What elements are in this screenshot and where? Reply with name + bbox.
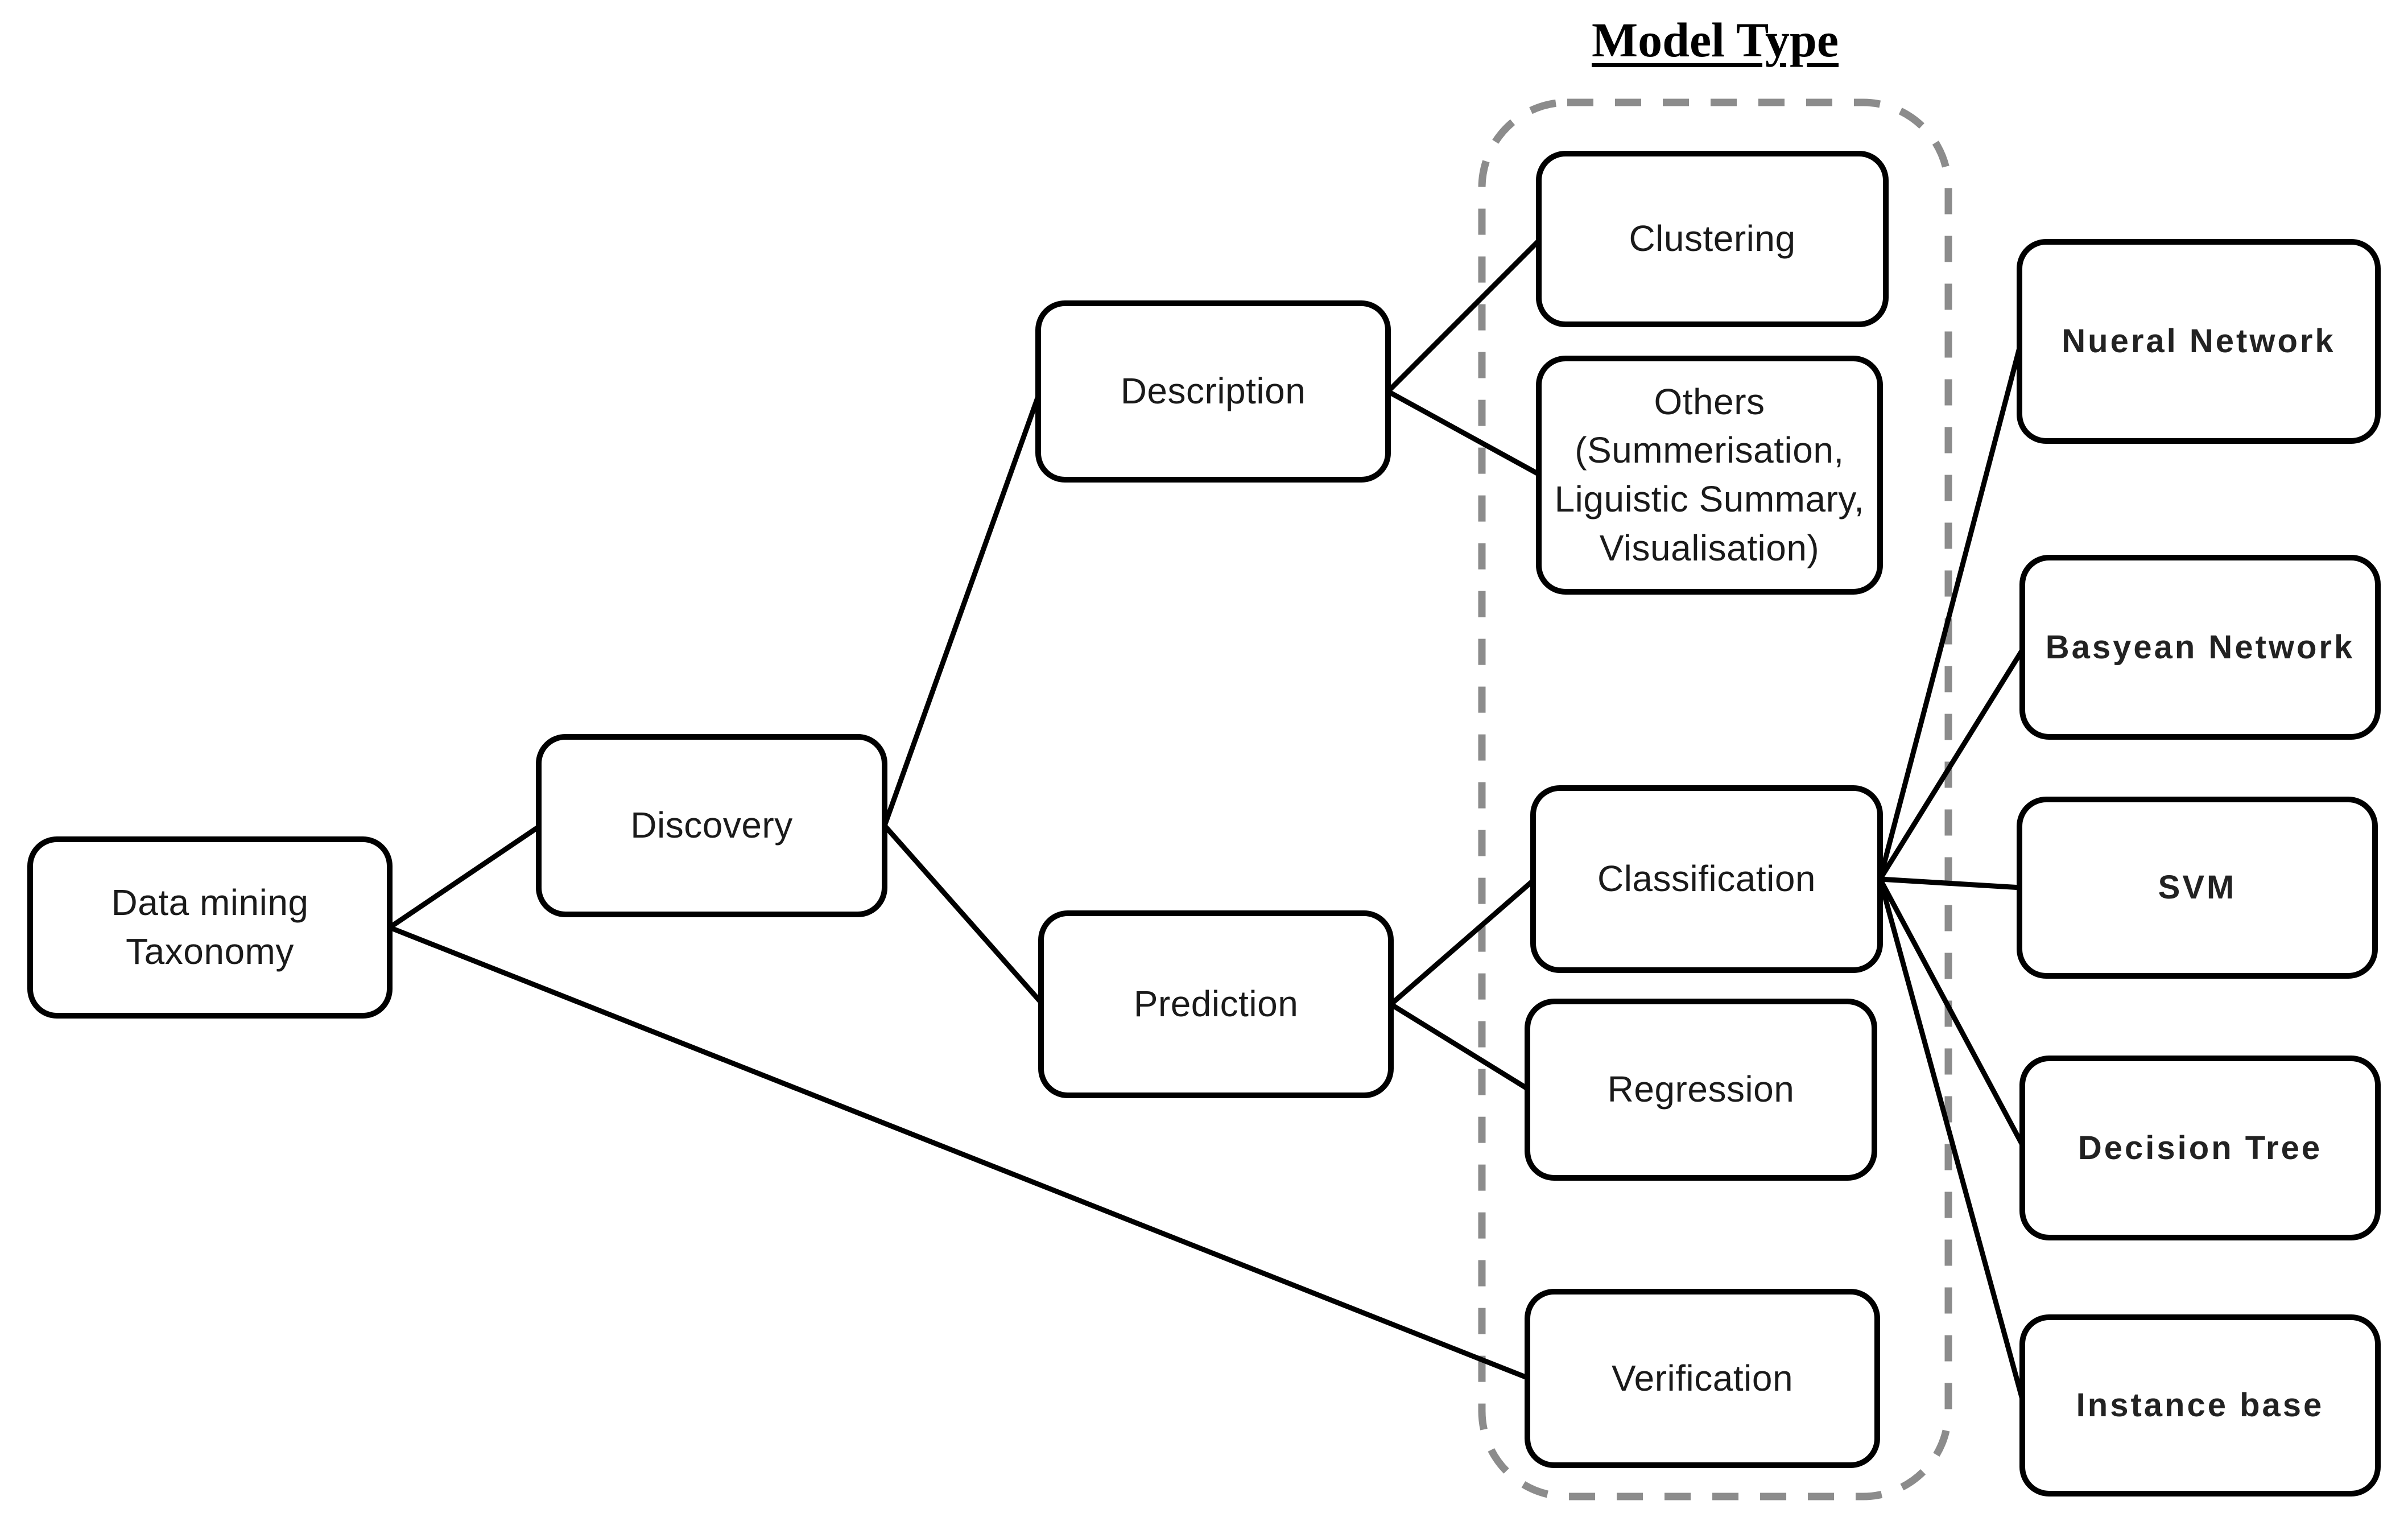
node-svm: SVM — [2017, 797, 2378, 979]
model-type-group-outline — [1478, 98, 1952, 1500]
node-description: Description — [1035, 300, 1391, 483]
node-discovery-label: Discovery — [630, 805, 793, 846]
node-instance: Instance base — [2019, 1314, 2381, 1496]
node-basyean: Basyean Network — [2019, 555, 2381, 740]
node-clustering-label: Clustering — [1629, 218, 1796, 259]
node-clustering: Clustering — [1536, 151, 1889, 327]
edge-taxonomy-discovery — [388, 823, 542, 930]
node-description-label: Description — [1120, 370, 1306, 412]
edge-classification-instance — [1877, 878, 2027, 1407]
node-regression: Regression — [1525, 999, 1877, 1181]
node-instance-label: Instance base — [2076, 1387, 2324, 1424]
edge-description-others — [1386, 389, 1542, 477]
node-others-label: Others (Summerisation, Liguistic Summary… — [1554, 381, 1865, 568]
node-others: Others (Summerisation, Liguistic Summary… — [1536, 356, 1883, 595]
edge-discovery-prediction — [882, 824, 1045, 1006]
node-verification-label: Verification — [1611, 1357, 1794, 1399]
edge-classification-basyean — [1878, 646, 2026, 881]
node-nueral: Nueral Network — [2017, 239, 2381, 444]
node-taxonomy-label: Data mining Taxonomy — [111, 882, 309, 972]
node-nueral-label: Nueral Network — [2062, 323, 2336, 360]
node-regression-label: Regression — [1607, 1069, 1795, 1110]
edge-description-clustering — [1386, 237, 1543, 394]
model-type-title: Model Type — [1592, 13, 1839, 67]
node-svm-label: SVM — [2158, 869, 2237, 906]
node-discovery: Discovery — [536, 734, 887, 917]
edge-prediction-regression — [1389, 1002, 1531, 1092]
node-prediction-label: Prediction — [1133, 983, 1299, 1025]
node-decision-label: Decision Tree — [2077, 1129, 2323, 1166]
edge-classification-svm — [1880, 876, 2022, 891]
edge-classification-nueral — [1877, 340, 2024, 880]
edge-discovery-description — [882, 390, 1043, 827]
node-basyean-label: Basyean Network — [2045, 628, 2355, 666]
node-taxonomy: Data mining Taxonomy — [27, 836, 393, 1019]
edge-taxonomy-verification — [389, 925, 1530, 1381]
node-decision: Decision Tree — [2019, 1056, 2381, 1240]
node-classification: Classification — [1530, 785, 1883, 973]
node-classification-label: Classification — [1597, 858, 1816, 900]
edge-classification-decision — [1878, 877, 2026, 1149]
node-verification: Verification — [1525, 1289, 1880, 1468]
edge-prediction-classification — [1389, 877, 1537, 1007]
node-prediction: Prediction — [1038, 910, 1394, 1098]
